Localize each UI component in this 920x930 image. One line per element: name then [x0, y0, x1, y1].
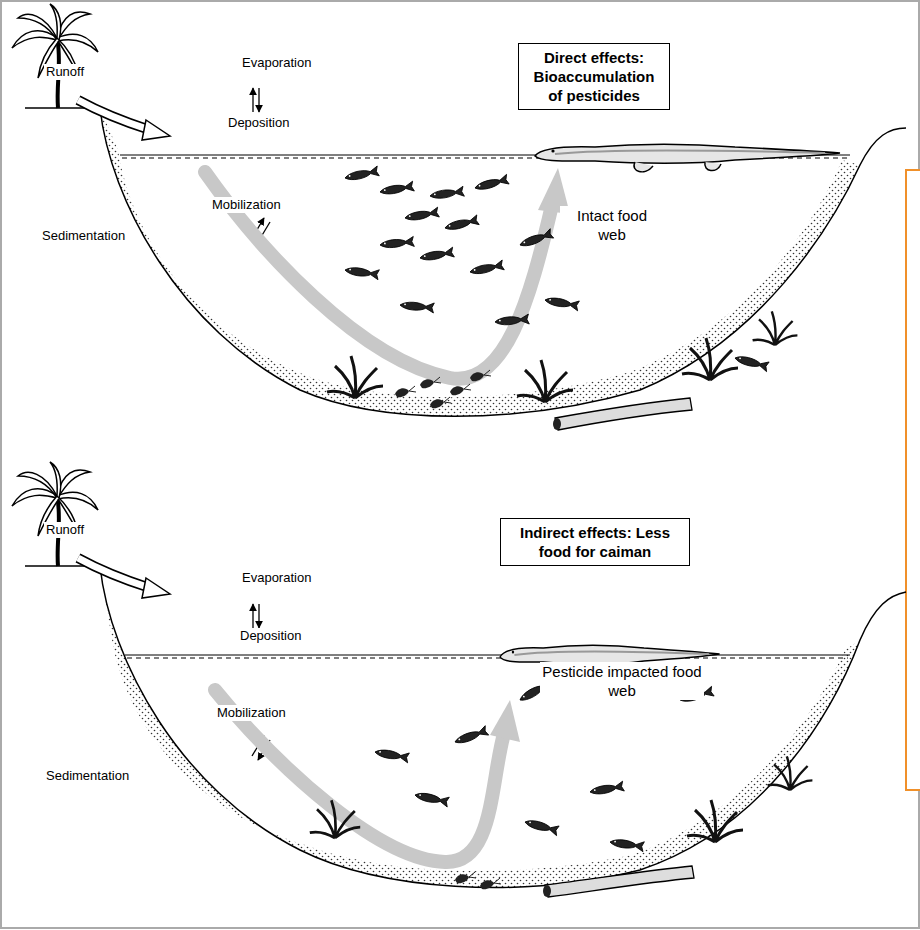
- top-pond: [12, 4, 906, 430]
- process-label: Evaporation: [240, 570, 313, 586]
- process-label: Pesticide impacted food web: [540, 662, 704, 700]
- effect-box: Indirect effects: Less food for caiman: [500, 518, 690, 566]
- process-label: Mobilization: [210, 197, 283, 213]
- effect-heading: Indirect effects: Less food for caiman: [507, 523, 683, 561]
- process-label: Evaporation: [240, 55, 313, 71]
- effect-heading: Direct effects: Bioaccumulation of pesti…: [525, 48, 663, 105]
- process-label: Runoff: [44, 522, 86, 538]
- process-label: Sedimentation: [44, 768, 131, 784]
- process-label: Runoff: [44, 64, 86, 80]
- process-label: Sedimentation: [40, 228, 127, 244]
- process-label: Deposition: [226, 115, 291, 131]
- process-label: Intact food web: [560, 206, 664, 244]
- effect-box: Direct effects: Bioaccumulation of pesti…: [518, 43, 670, 110]
- side-panel: [906, 170, 920, 790]
- process-label: Deposition: [238, 628, 303, 644]
- bottom-pond: [12, 462, 906, 897]
- process-label: Mobilization: [215, 705, 288, 721]
